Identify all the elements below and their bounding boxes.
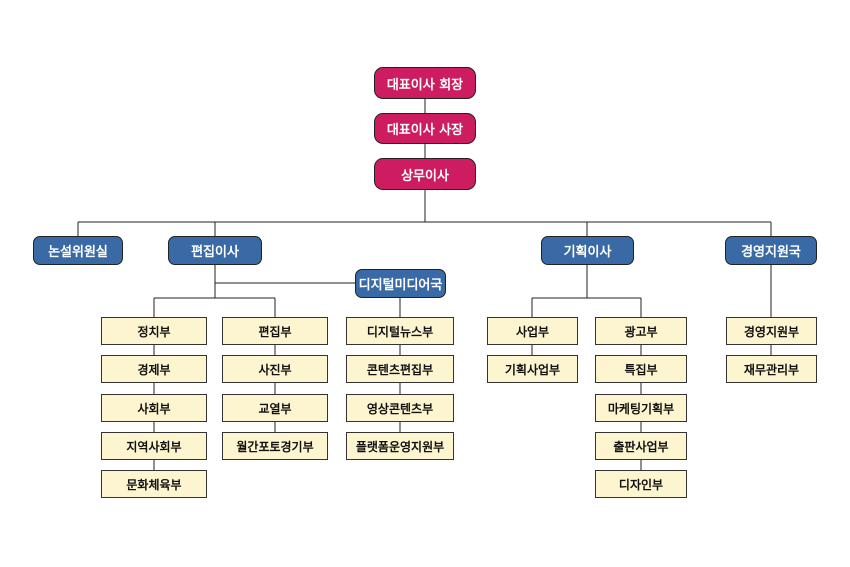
management-support-box: 경영지원국: [725, 236, 817, 265]
editorial-board-box: 논설위원실: [33, 236, 123, 265]
publishing-dept-box: 출판사업부: [595, 432, 687, 460]
culture-sports-dept-box: 문화체육부: [101, 470, 207, 498]
digital-media-box: 디지털미디어국: [355, 269, 446, 298]
proofreading-dept-box: 교열부: [222, 394, 328, 422]
platform-ops-dept-box: 플랫폼운영지원부: [346, 432, 454, 460]
editorial-director-box: 편집이사: [168, 236, 262, 265]
economy-dept-box: 경제부: [101, 355, 207, 383]
planning-business-dept-box: 기획사업부: [487, 355, 578, 383]
managing-director-box: 상무이사: [374, 158, 476, 190]
management-dept-box: 경영지원부: [726, 317, 817, 345]
special-edition-dept-box: 특집부: [595, 355, 687, 383]
chairman-box: 대표이사 회장: [374, 67, 476, 99]
society-dept-box: 사회부: [101, 394, 207, 422]
regional-dept-box: 지역사회부: [101, 432, 207, 460]
business-dept-box: 사업부: [487, 317, 578, 345]
monthly-photo-dept-box: 월간포토경기부: [222, 432, 328, 460]
design-dept-box: 디자인부: [595, 470, 687, 498]
planning-director-box: 기획이사: [541, 236, 634, 265]
video-content-dept-box: 영상콘텐츠부: [346, 394, 454, 422]
advertising-dept-box: 광고부: [595, 317, 687, 345]
marketing-dept-box: 마케팅기획부: [595, 394, 687, 422]
digital-news-dept-box: 디지털뉴스부: [346, 317, 454, 345]
president-box: 대표이사 사장: [374, 113, 476, 144]
politics-dept-box: 정치부: [101, 317, 207, 345]
photo-dept-box: 사진부: [222, 355, 328, 383]
editing-dept-box: 편집부: [222, 317, 328, 345]
finance-dept-box: 재무관리부: [726, 355, 817, 383]
content-editing-dept-box: 콘텐츠편집부: [346, 355, 454, 383]
